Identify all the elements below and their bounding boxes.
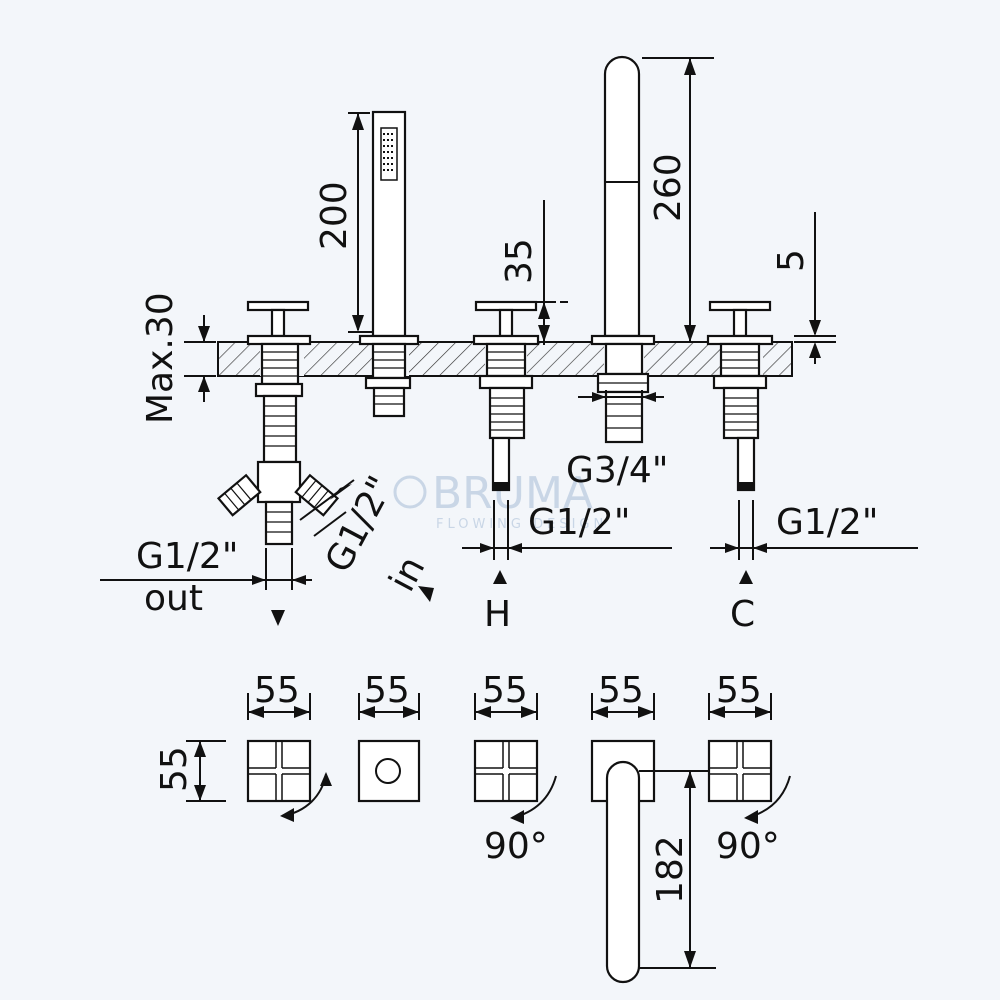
hot-connection-label: G1/2" [528,502,630,543]
height-label-square: 55 [154,746,195,792]
diverter-out-label: out [144,578,203,619]
cold-rotation-angle: 90° [716,826,780,867]
labels: 200 260 35 5 Max.30 G3/4" G1/2" G1/2" H … [136,153,878,904]
shower-head-nozzles-icon [380,127,398,181]
handshower-holder-top [357,739,421,803]
cold-valve [706,300,774,492]
dim-deck-max: Max.30 [140,292,181,424]
dim-handle-height: 35 [499,238,540,284]
width-label-hot: 55 [482,670,528,711]
width-label-cold: 55 [716,670,762,711]
dimension-lines-elevation [100,57,918,626]
hot-handle-top [473,739,557,824]
spout-connection-label: G3/4" [566,450,668,491]
diverter-valve [216,300,340,546]
hand-shower [358,110,420,418]
diverter-thread-icon [262,351,298,377]
watermark: BRUMA FLOWING DESIGN [393,468,607,532]
width-label-spout: 55 [598,670,644,711]
width-dimension-lines [186,693,772,802]
width-label-diverter: 55 [254,670,300,711]
dim-plate-thickness: 5 [771,249,812,272]
watermark-logo-icon [393,475,427,509]
dim-handshower-height: 200 [314,181,355,250]
hot-rotation-angle: 90° [484,826,548,867]
dim-spout-height: 260 [648,153,689,222]
diverter-out-connection-label: G1/2" [136,536,238,577]
hot-valve [472,300,540,492]
hot-label: H [484,594,511,635]
watermark-brand: BRUMA [432,468,593,519]
top-view [186,693,791,984]
diverter-handle-top [246,739,332,822]
cold-handle-top [707,739,791,824]
spout-top [590,739,716,984]
watermark-tagline: FLOWING DESIGN [436,517,607,532]
spout-reach-label: 182 [650,835,691,904]
cold-label: C [730,594,755,635]
cold-connection-label: G1/2" [776,502,878,543]
spout [590,55,656,444]
width-label-handshower: 55 [364,670,410,711]
